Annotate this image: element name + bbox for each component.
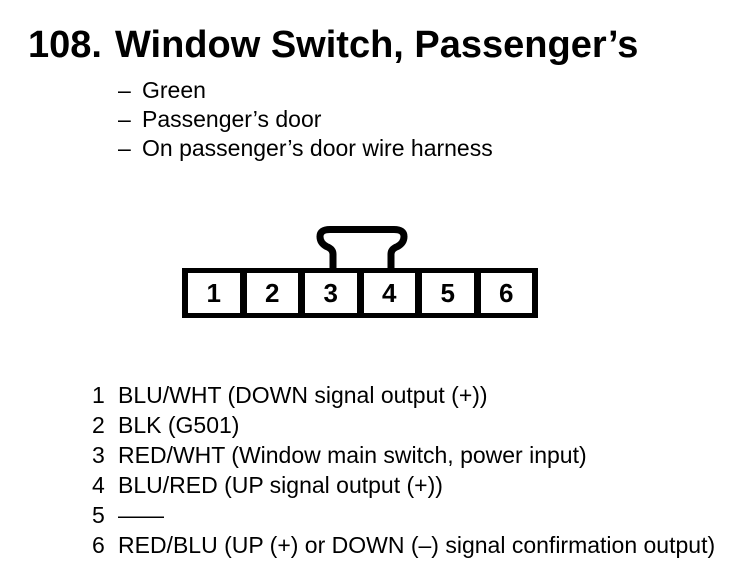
bullet-dash: –	[118, 135, 131, 161]
legend-pin-description: BLU/WHT (DOWN signal output (+))	[118, 382, 488, 408]
pin-legend: 1 BLU/WHT (DOWN signal output (+)) 2 BLK…	[92, 380, 715, 560]
pin-cell-4: 4	[363, 273, 415, 313]
legend-pin-number: 5	[92, 502, 105, 528]
connector-details: – Green – Passenger’s door – On passenge…	[118, 76, 493, 163]
section-number: 108.	[28, 24, 102, 66]
legend-row: 1 BLU/WHT (DOWN signal output (+))	[92, 380, 715, 410]
pin-cell-1: 1	[188, 273, 240, 313]
pin-cell-5: 5	[422, 273, 474, 313]
legend-pin-number: 2	[92, 412, 105, 438]
page-title: 108. Window Switch, Passenger’s	[28, 24, 638, 66]
legend-pin-description: BLU/RED (UP signal output (+))	[118, 472, 443, 498]
detail-text: Green	[142, 77, 206, 103]
detail-item: – On passenger’s door wire harness	[118, 134, 493, 163]
legend-pin-description: RED/BLU (UP (+) or DOWN (–) signal confi…	[118, 532, 716, 558]
legend-pin-number: 1	[92, 382, 105, 408]
legend-pin-description: BLK (G501)	[118, 412, 240, 438]
legend-pin-number: 4	[92, 472, 105, 498]
detail-item: – Green	[118, 76, 493, 105]
pin-cell-3: 3	[305, 273, 357, 313]
bullet-dash: –	[118, 77, 131, 103]
legend-pin-description: ——	[118, 502, 164, 528]
legend-row: 4 BLU/RED (UP signal output (+))	[92, 470, 715, 500]
legend-row: 2 BLK (G501)	[92, 410, 715, 440]
legend-row: 3 RED/WHT (Window main switch, power inp…	[92, 440, 715, 470]
pin-cell-2: 2	[246, 273, 298, 313]
legend-pin-number: 3	[92, 442, 105, 468]
legend-row: 5 ——	[92, 500, 715, 530]
section-title: Window Switch, Passenger’s	[115, 24, 639, 66]
bullet-dash: –	[118, 106, 131, 132]
detail-text: On passenger’s door wire harness	[142, 135, 493, 161]
detail-text: Passenger’s door	[142, 106, 322, 132]
detail-item: – Passenger’s door	[118, 105, 493, 134]
connector-body: 1 2 3 4 5 6	[182, 268, 538, 318]
legend-row: 6 RED/BLU (UP (+) or DOWN (–) signal con…	[92, 530, 715, 560]
connector-latch-tab-icon	[316, 226, 408, 272]
legend-pin-description: RED/WHT (Window main switch, power input…	[118, 442, 587, 468]
legend-pin-number: 6	[92, 532, 105, 558]
pin-cell-6: 6	[480, 273, 532, 313]
